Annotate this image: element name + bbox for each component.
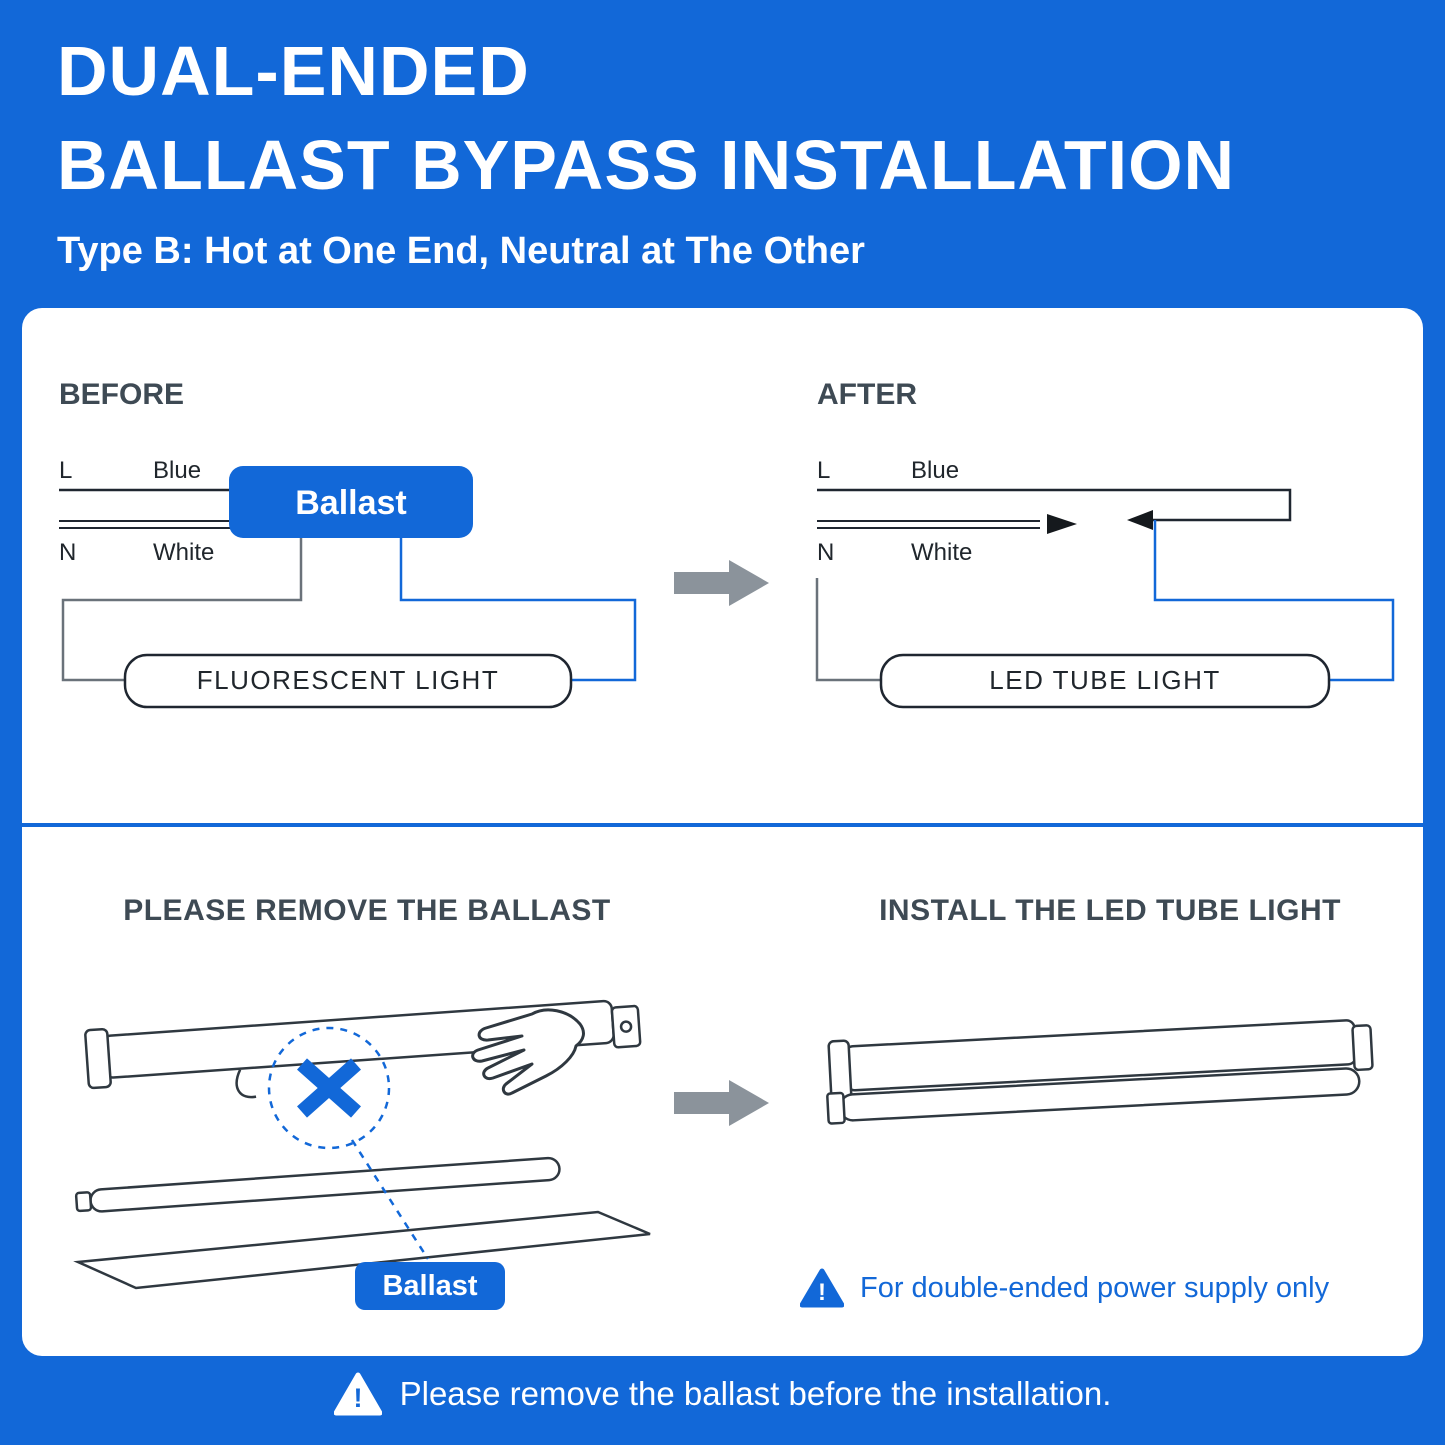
before-after-arrow bbox=[674, 560, 774, 611]
remove-ballast-illustration: Ballast bbox=[50, 944, 700, 1349]
remove-install-arrow bbox=[674, 1080, 774, 1131]
ballast-callout bbox=[355, 1262, 505, 1310]
before-label: BEFORE bbox=[59, 378, 184, 411]
warning-icon: ! bbox=[800, 1268, 844, 1308]
double-ended-note-text: For double-ended power supply only bbox=[860, 1271, 1330, 1304]
remove-ballast-heading: PLEASE REMOVE THE BALLAST bbox=[123, 894, 611, 927]
fluorescent-tube-label: FLUORESCENT LIGHT bbox=[197, 665, 499, 695]
hanging-wire bbox=[235, 1069, 257, 1099]
ballast-to-tube-left-wire bbox=[61, 538, 303, 682]
warning-exclamation: ! bbox=[818, 1279, 826, 1306]
section-divider bbox=[22, 823, 1423, 827]
install-led-illustration bbox=[787, 963, 1437, 1268]
led-tube bbox=[879, 653, 1331, 709]
neutral-terminal-label: N bbox=[59, 539, 76, 566]
ballast-callout-leader bbox=[350, 1139, 430, 1260]
ballast-highlight-circle bbox=[267, 1026, 391, 1150]
ballast-box bbox=[229, 466, 473, 538]
hot-to-tube-right-wire bbox=[1153, 520, 1395, 682]
blue-wire-label: Blue bbox=[911, 457, 959, 484]
ballast-to-tube-right-wire bbox=[399, 538, 637, 682]
fixture-removal-svg: Ballast bbox=[73, 999, 651, 1310]
double-ended-note: ! For double-ended power supply only bbox=[800, 1268, 1329, 1308]
hot-wire bbox=[817, 488, 1292, 522]
neutral-to-tube-left-wire bbox=[815, 578, 881, 682]
warning-icon: ! bbox=[333, 1372, 382, 1416]
blue-wire-label: Blue bbox=[153, 457, 201, 484]
neutral-terminal-label: N bbox=[817, 539, 834, 566]
page-title: DUAL-ENDED BALLAST BYPASS INSTALLATION bbox=[57, 24, 1235, 212]
before-wiring-svg: BEFORE L Blue N White Ballast FLUORESCEN… bbox=[59, 378, 637, 709]
footer-warning-text: Please remove the ballast before the ins… bbox=[399, 1375, 1112, 1412]
fixture-bar bbox=[84, 999, 642, 1099]
x-mark-icon bbox=[297, 1058, 361, 1118]
white-wire-label: White bbox=[153, 539, 214, 566]
content-panel: BEFORE L Blue N White Ballast FLUORESCEN… bbox=[22, 308, 1423, 1356]
fluorescent-tube bbox=[123, 653, 573, 709]
before-diagram: BEFORE L Blue N White Ballast FLUORESCEN… bbox=[57, 368, 677, 725]
line-terminal-label: L bbox=[59, 457, 72, 484]
after-label: AFTER bbox=[817, 378, 917, 411]
page-subtitle: Type B: Hot at One End, Neutral at The O… bbox=[57, 230, 865, 272]
led-tube-label: LED TUBE LIGHT bbox=[989, 665, 1220, 695]
title-line-1: DUAL-ENDED bbox=[57, 32, 530, 110]
title-line-2: BALLAST BYPASS INSTALLATION bbox=[57, 126, 1236, 204]
install-led-heading: INSTALL THE LED TUBE LIGHT bbox=[879, 894, 1341, 927]
white-wire-label: White bbox=[911, 539, 972, 566]
connector-arrow-left-icon bbox=[1127, 510, 1153, 530]
led-fixture bbox=[826, 1019, 1374, 1125]
after-diagram: AFTER L Blue N White LED TUBE LIGHT bbox=[815, 368, 1435, 725]
footer-warning: ! Please remove the ballast before the i… bbox=[0, 1372, 1445, 1416]
arrow-right-icon bbox=[674, 1080, 769, 1126]
removed-tube bbox=[74, 1156, 561, 1213]
fixture-tray bbox=[73, 1210, 651, 1290]
after-wiring-svg: AFTER L Blue N White LED TUBE LIGHT bbox=[815, 378, 1395, 709]
hand-illustration bbox=[471, 1008, 585, 1096]
led-fixture-svg bbox=[826, 1019, 1374, 1125]
ballast-box-label: Ballast bbox=[295, 484, 407, 522]
ballast-callout-label: Ballast bbox=[382, 1270, 477, 1302]
arrow-right-icon bbox=[674, 560, 769, 606]
line-terminal-label: L bbox=[817, 457, 830, 484]
connector-arrow-right-icon bbox=[1047, 514, 1077, 534]
warning-exclamation: ! bbox=[353, 1383, 362, 1413]
